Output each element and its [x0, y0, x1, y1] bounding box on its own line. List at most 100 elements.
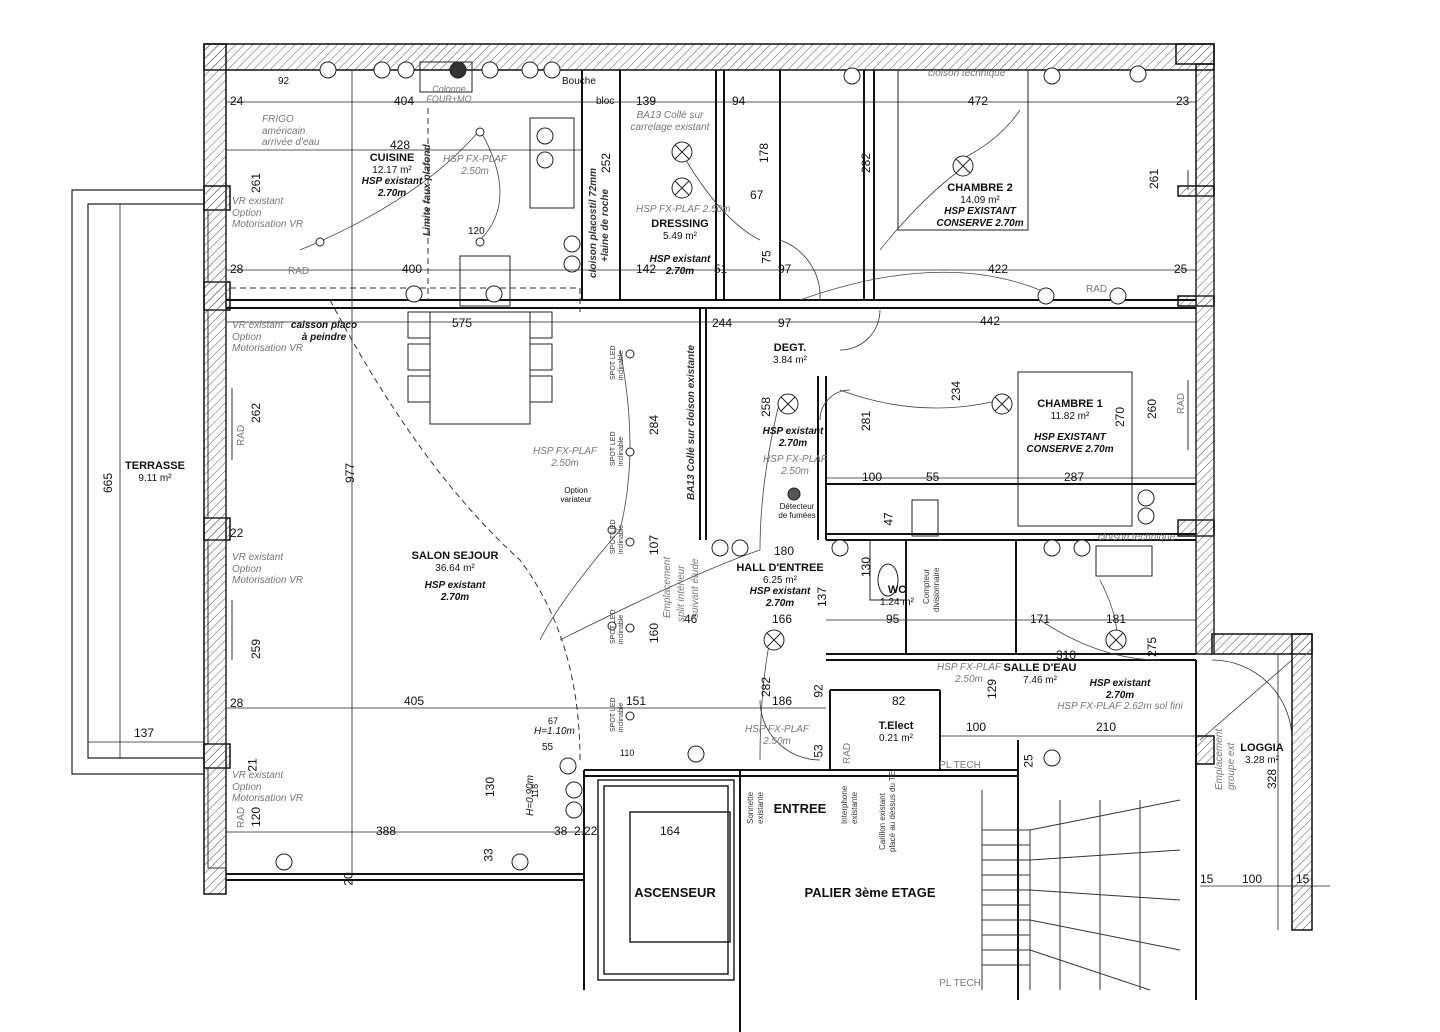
dim-92b: 92: [811, 684, 826, 698]
note-detecteur-line1: Détecteur: [779, 502, 815, 511]
dim-282a: 282: [859, 152, 874, 174]
note-rad-5: RAD: [288, 266, 310, 277]
room-cuisine-area: 12.17 m²: [372, 164, 412, 176]
dim-97b: 97: [778, 316, 792, 330]
windows: [207, 170, 1215, 869]
dim-55: 55: [926, 470, 940, 484]
note-vr-3-line2: Option: [232, 563, 262, 575]
note-emplacement-groupe: Emplacement: [1214, 728, 1225, 790]
dim-284: 284: [647, 414, 662, 436]
note-vr-2-line2: Option: [232, 331, 262, 343]
note-vr-1: VR existant Option Motorisation VR: [232, 196, 303, 231]
note-hsp-cuisine: HSP FX-PLAF 2.50m: [440, 154, 510, 177]
dim-21: 21: [245, 758, 260, 772]
note-spot-led-5: SPOT LED: [610, 697, 617, 733]
note-spot-led-3b: inclinable: [618, 524, 625, 554]
note-colonne: Colonne FOUR+MO: [424, 84, 474, 105]
note-bloc: bloc: [596, 96, 615, 107]
note-vr-2: VR existant Option Motorisation VR: [232, 320, 303, 355]
dim-977: 977: [343, 462, 358, 484]
note-divisionnaire: divisionnaire: [932, 567, 941, 612]
room-chambre2: CHAMBRE 2 14.09 m² HSP EXISTANT CONSERVE…: [930, 182, 1030, 229]
dim-472: 472: [968, 94, 989, 108]
room-hall-note2: 2.70m: [765, 597, 795, 609]
dim-222: 2.22: [574, 824, 598, 838]
dim-23: 23: [1176, 94, 1190, 108]
dim-282b: 282: [759, 676, 774, 698]
room-salle-eau-name: SALLE D'EAU: [1003, 662, 1077, 674]
dim-97a: 97: [778, 262, 792, 276]
dim-262: 262: [249, 402, 264, 424]
dim-82: 82: [892, 694, 906, 708]
dim-75: 75: [759, 250, 774, 264]
room-loggia: LOGGIA 3.28 m²: [1232, 742, 1292, 766]
note-ba13-cloison: BA13 Collé sur cloison existante: [686, 344, 697, 500]
dim-100c: 100: [1242, 872, 1263, 886]
room-terrasse: TERRASSE 9.11 m²: [110, 460, 200, 484]
dim-234: 234: [949, 380, 964, 402]
electrical-outlets: [275, 61, 1155, 871]
note-vr-3-line1: VR existant: [232, 552, 284, 563]
dim-400: 400: [402, 262, 423, 276]
dim-178: 178: [757, 142, 772, 164]
elevator-shaft: [597, 779, 735, 981]
dim-94: 94: [732, 94, 746, 108]
note-carillon-place: placé au dessus du TE: [888, 770, 897, 852]
note-vr-4-line3: Motorisation VR: [232, 793, 304, 804]
dim-575: 575: [452, 316, 473, 330]
dim-28b: 28: [230, 696, 244, 710]
dim-405: 405: [404, 694, 425, 708]
room-salle-eau-note1: HSP existant: [1089, 678, 1151, 689]
dim-186: 186: [772, 694, 793, 708]
note-rad-6: RAD: [1086, 284, 1108, 295]
note-spot-led-4: SPOT LED: [610, 609, 617, 645]
room-salon-name: SALON SEJOUR: [411, 550, 499, 562]
room-degt-area: 3.84 m²: [773, 354, 807, 366]
note-sonnette-existante: existante: [756, 791, 765, 824]
dim-33: 33: [481, 848, 496, 862]
dim-171: 171: [1030, 612, 1051, 626]
room-terrasse-name: TERRASSE: [125, 460, 185, 472]
door-swings: [759, 239, 1293, 761]
room-salon-note2: 2.70m: [440, 591, 470, 603]
interior-walls: [226, 70, 1197, 1032]
dim-180: 180: [774, 544, 795, 558]
room-cuisine-name: CUISINE: [369, 152, 415, 164]
dim-15a: 15: [1200, 872, 1214, 886]
note-detecteur-line2: de fumées: [778, 511, 816, 521]
exterior-walls: [203, 43, 1313, 931]
dim-100a: 100: [862, 470, 883, 484]
note-rad-4: RAD: [842, 742, 853, 764]
dim-137a: 137: [815, 586, 830, 608]
dim-287: 287: [1064, 470, 1085, 484]
dim-53: 53: [811, 744, 826, 758]
room-wc: WC 1.24 m²: [872, 584, 922, 608]
note-rad-1: RAD: [236, 424, 247, 446]
note-vr-2-line1: VR existant: [232, 320, 284, 331]
room-chambre1-note2: CONSERVE 2.70m: [1026, 443, 1114, 455]
note-option-variateur-line2: variateur: [560, 495, 592, 505]
dim-92: 92: [278, 76, 290, 87]
note-groupe-ext: groupe ext: [1226, 742, 1237, 790]
room-loggia-name: LOGGIA: [1240, 742, 1284, 754]
note-spot-led-4b: inclinable: [618, 614, 625, 644]
note-hsp-degt: HSP FX-PLAF 2.50m: [762, 454, 828, 477]
dim-259: 259: [249, 638, 264, 660]
room-terrasse-area: 9.11 m²: [138, 472, 172, 484]
note-colonne-line2: FOUR+MO: [426, 94, 472, 105]
dim-181: 181: [1106, 612, 1127, 626]
note-caisson: caisson placo à peindre: [284, 320, 364, 343]
room-ascenseur: ASCENSEUR: [634, 885, 716, 900]
dim-38: 38: [554, 824, 568, 838]
note-hsp-sde: HSP FX-PLAF 2.50m: [936, 662, 1002, 685]
note-option-variateur: Option variateur: [556, 486, 596, 504]
room-dressing-note1: HSP existant: [649, 254, 711, 266]
note-spot-led-1b: inclinable: [618, 350, 625, 380]
note-rad-2: RAD: [236, 806, 247, 828]
dim-404: 404: [394, 94, 415, 108]
room-chambre1-note1: HSP EXISTANT: [1034, 432, 1106, 444]
note-hsp-sde-height: 2.50m: [955, 673, 983, 685]
dim-20: 20: [341, 872, 356, 886]
note-vr-1-line1: VR existant: [232, 196, 284, 207]
